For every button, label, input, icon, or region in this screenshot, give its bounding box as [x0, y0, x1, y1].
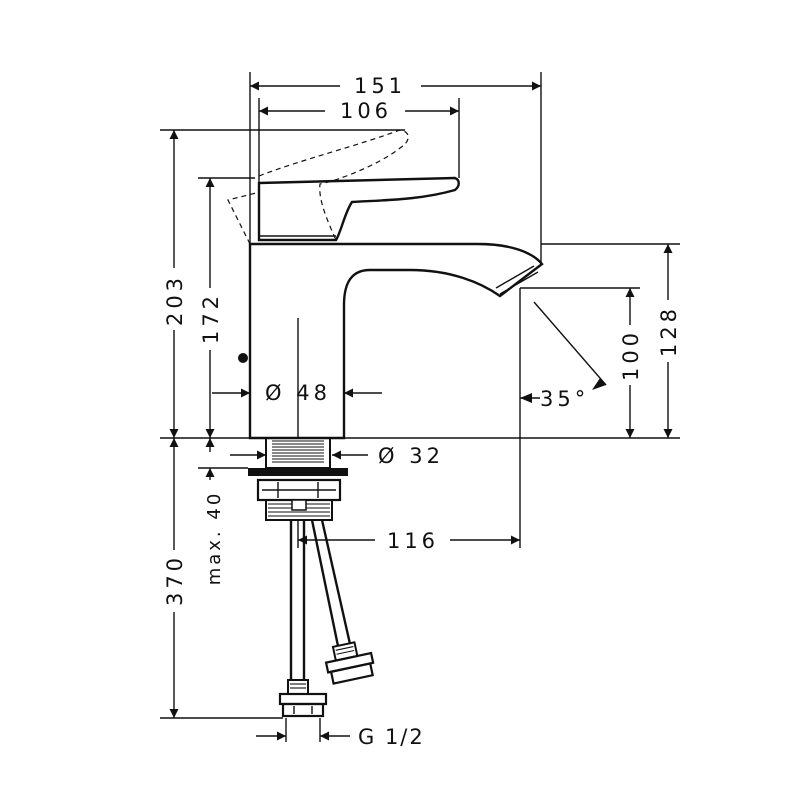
label-max-thickness: max. 40	[204, 491, 225, 586]
label-base-diameter: Ø 32	[378, 444, 444, 468]
label-thread: G 1/2	[358, 725, 425, 749]
label-spout-projection: 116	[387, 529, 439, 553]
extension-lines	[160, 72, 680, 742]
label-body-height: 172	[199, 292, 223, 344]
dimension-overall-width: 151	[250, 74, 541, 98]
dimension-hose-length: 370	[163, 438, 187, 718]
faucet-body	[238, 242, 544, 440]
label-spout-height: 128	[657, 305, 681, 357]
dimension-total-height: 203	[163, 130, 187, 438]
label-handle-reach: 106	[340, 99, 392, 123]
label-outlet-clearance: 100	[619, 329, 643, 381]
supply-hose-left	[278, 520, 328, 718]
dimension-spout-height: 128	[657, 244, 681, 438]
dimension-spray-angle: 35°	[520, 301, 607, 411]
lever-handle	[257, 176, 460, 242]
dimension-body-diameter: Ø 48	[212, 381, 382, 405]
label-hose-length: 370	[163, 554, 187, 606]
lever-handle-open-position	[227, 129, 409, 245]
dimension-thread: G 1/2	[256, 725, 425, 749]
dimension-base-diameter: Ø 32	[230, 444, 444, 468]
label-total-height: 203	[163, 274, 187, 326]
dimension-max-thickness: max. 40	[204, 438, 225, 585]
mounting-assembly	[248, 437, 348, 521]
dimension-outlet-clearance: 100	[619, 288, 643, 438]
supply-hose-right	[310, 519, 375, 685]
label-overall-width: 151	[354, 74, 406, 98]
dimension-spout-projection: 116	[298, 529, 520, 553]
dimension-handle-reach: 106	[259, 99, 459, 123]
dimension-body-height: 172	[199, 178, 223, 438]
label-spray-angle: 35°	[540, 387, 589, 411]
label-body-diameter: Ø 48	[265, 381, 331, 405]
